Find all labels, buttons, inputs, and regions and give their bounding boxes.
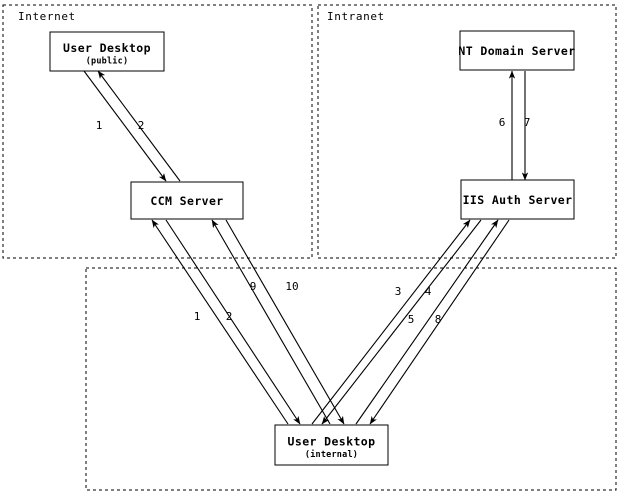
node-title-ccm-server: CCM Server bbox=[150, 194, 223, 208]
step-label-1-8: 1 bbox=[194, 310, 201, 323]
zone-boundary-internal-network bbox=[85, 267, 617, 491]
step-label-2-1: 2 bbox=[138, 119, 145, 132]
node-title-user-desktop-internal: User Desktop bbox=[288, 435, 376, 449]
node-box-nt-domain-server bbox=[459, 30, 575, 71]
node-title-iis-auth-server: IIS Auth Server bbox=[463, 193, 573, 207]
step-labels-layer: 1 2 6 7 9 10 3 4 1 2 5 8 bbox=[96, 116, 531, 326]
flow-9-internal-to-ccm bbox=[211, 219, 331, 425]
step-label-8-11: 8 bbox=[435, 313, 442, 326]
step-label-4-7: 4 bbox=[425, 285, 432, 298]
node-iis-auth-server: IIS Auth Server bbox=[460, 179, 575, 220]
node-user-desktop-public: User Desktop(public) bbox=[49, 31, 165, 72]
node-title-user-desktop-public: User Desktop bbox=[63, 41, 151, 55]
node-box-user-desktop-public bbox=[49, 31, 165, 72]
zone-intranet: Intranet bbox=[317, 4, 617, 259]
step-label-9-4: 9 bbox=[250, 280, 257, 293]
zones-layer: Internet Intranet bbox=[2, 4, 617, 491]
node-subtitle-user-desktop-public: (public) bbox=[86, 56, 129, 67]
step-label-7-3: 7 bbox=[524, 116, 531, 129]
flow-8-iis-to-internal bbox=[369, 219, 510, 425]
step-label-10-5: 10 bbox=[285, 280, 298, 293]
step-label-5-10: 5 bbox=[408, 313, 415, 326]
flows-layer bbox=[83, 70, 529, 425]
step-label-1-0: 1 bbox=[96, 119, 103, 132]
step-label-2-9: 2 bbox=[226, 310, 233, 323]
node-nt-domain-server: NT Domain Server bbox=[458, 30, 575, 71]
node-box-user-desktop-internal bbox=[274, 424, 389, 466]
flow-5-internal-to-iis bbox=[355, 219, 499, 425]
zone-boundary-internet bbox=[2, 4, 313, 259]
flow-1-public-to-ccm bbox=[83, 70, 167, 182]
zone-internet: Internet bbox=[2, 4, 313, 259]
flow-1b-internal-to-ccm bbox=[151, 219, 289, 425]
flow-2-ccm-to-public bbox=[97, 70, 181, 182]
node-title-nt-domain-server: NT Domain Server bbox=[458, 44, 575, 58]
flow-2b-ccm-to-internal bbox=[165, 219, 301, 425]
flow-4-iis-to-internal bbox=[321, 219, 482, 425]
step-label-6-2: 6 bbox=[499, 116, 506, 129]
zone-label-intranet: Intranet bbox=[327, 10, 385, 23]
flow-3-internal-to-iis bbox=[311, 219, 471, 425]
node-user-desktop-internal: User Desktop(internal) bbox=[274, 424, 389, 466]
node-box-ccm-server bbox=[130, 181, 244, 220]
zone-internal-network bbox=[85, 267, 617, 491]
step-label-3-6: 3 bbox=[395, 285, 402, 298]
node-ccm-server: CCM Server bbox=[130, 181, 244, 220]
flow-10-ccm-to-internal bbox=[225, 219, 345, 425]
zone-label-internet: Internet bbox=[18, 10, 76, 23]
node-box-iis-auth-server bbox=[460, 179, 575, 220]
node-subtitle-user-desktop-internal: (internal) bbox=[305, 449, 358, 460]
